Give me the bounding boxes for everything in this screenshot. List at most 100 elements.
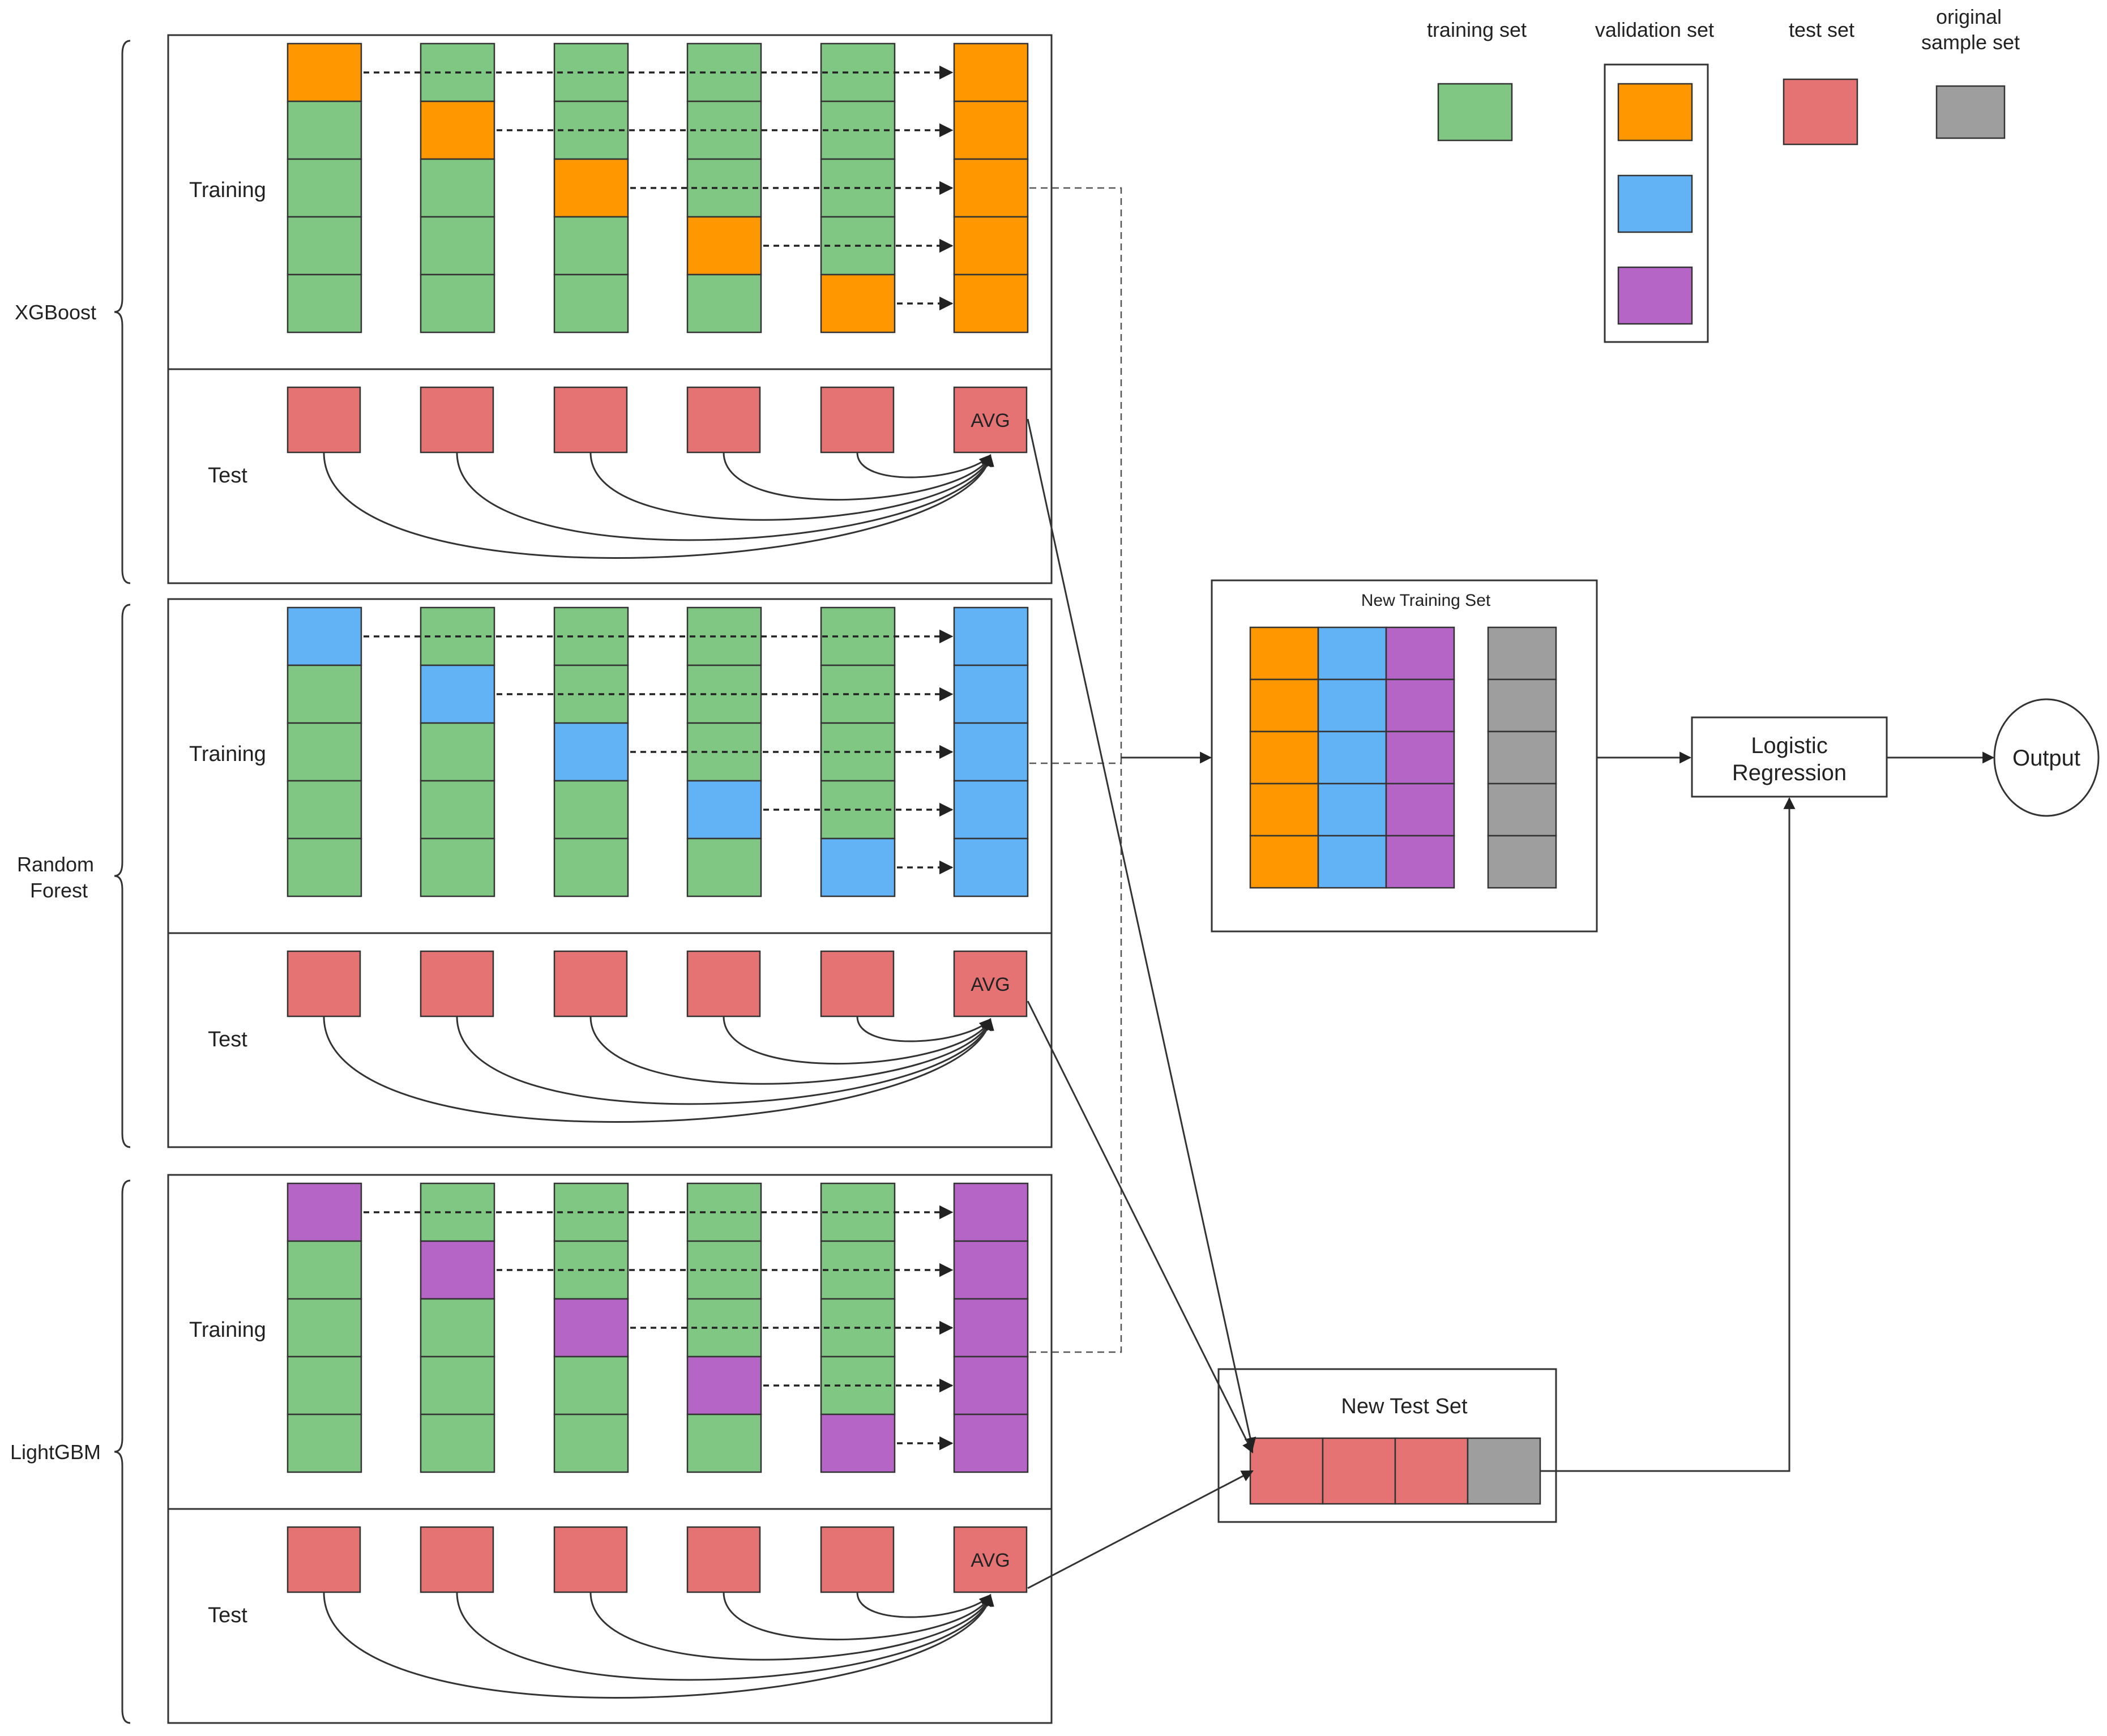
- test-label: Test: [208, 1604, 247, 1627]
- test-to-avg-curve: [323, 1592, 994, 1699]
- oof-prediction-cell: [953, 1298, 1029, 1358]
- fold-cell: [553, 273, 629, 333]
- fold-cell: [287, 1182, 362, 1242]
- test-to-avg-curve: [723, 1592, 991, 1641]
- new-training-set-cell: [1487, 730, 1557, 785]
- xgboost-test-avg-to-new-test-set-arrow: [1027, 418, 1256, 1450]
- new-test-set-cell: [1394, 1437, 1469, 1505]
- test-prediction-box: [420, 1526, 494, 1593]
- fold-cell: [420, 722, 495, 782]
- fold-cell: [420, 158, 495, 218]
- fold-cell: [287, 837, 362, 897]
- test-label: Test: [208, 1028, 247, 1051]
- test-prediction-box: [553, 950, 628, 1017]
- avg-label: AVG: [971, 1550, 1010, 1571]
- test-prediction-box: [686, 950, 761, 1017]
- fold-cell: [553, 722, 629, 782]
- fold-cell: [686, 837, 762, 897]
- test-to-avg-curve: [723, 1016, 991, 1065]
- oof-prediction-cell: [953, 1182, 1029, 1242]
- new-training-set-cell: [1487, 835, 1557, 889]
- test-to-avg-curve: [589, 452, 993, 521]
- training-label: Training: [189, 178, 266, 202]
- training-label: Training: [189, 742, 266, 766]
- logistic-regression-node: Logistic Regression: [1691, 716, 1888, 798]
- training-label: Training: [189, 1318, 266, 1342]
- new-training-set-cell: [1487, 678, 1557, 733]
- legend-original-sample-set-swatch: [1935, 85, 2006, 139]
- oof-prediction-cell: [953, 606, 1029, 666]
- legend-validation-xgboost-swatch: [1617, 83, 1693, 142]
- test-to-avg-curve: [856, 1016, 991, 1042]
- test-avg-box: [953, 1526, 1028, 1593]
- output-node: Output: [1993, 698, 2100, 817]
- model-brace: [114, 1179, 131, 1724]
- oof-prediction-cell: [953, 216, 1029, 276]
- connectors: [1027, 187, 1995, 1589]
- fold-cell: [820, 837, 896, 897]
- lgbm-test-avg-to-new-test-set-arrow: [1027, 1470, 1254, 1589]
- fold-cell: [686, 780, 762, 840]
- test-to-avg-curve: [589, 1016, 993, 1085]
- fold-cell: [420, 664, 495, 724]
- fold-cell: [287, 100, 362, 160]
- fold-cell: [287, 606, 362, 666]
- fold-cell: [553, 158, 629, 218]
- oof-prediction-cell: [953, 158, 1029, 218]
- new-training-set-cell: [1487, 626, 1557, 681]
- new-training-set-cell: [1385, 835, 1455, 889]
- oof-prediction-cell: [953, 273, 1029, 333]
- fold-cell: [287, 664, 362, 724]
- fold-cell: [420, 1356, 495, 1416]
- test-prediction-box: [820, 1526, 895, 1593]
- new-training-set-cell: [1249, 626, 1319, 681]
- fold-cell: [820, 1413, 896, 1473]
- fold-cell: [420, 216, 495, 276]
- fold-cell: [420, 1240, 495, 1300]
- fold-cell: [420, 837, 495, 897]
- test-to-avg-curve: [456, 1016, 994, 1105]
- output-label: Output: [2012, 746, 2080, 771]
- fold-cell: [287, 158, 362, 218]
- new-training-set-title: New Training Set: [1361, 591, 1491, 610]
- fold-cell: [553, 100, 629, 160]
- avg-label: AVG: [971, 410, 1010, 431]
- test-to-avg-curve: [323, 452, 994, 559]
- test-prediction-box: [420, 386, 494, 454]
- oof-prediction-cell: [953, 100, 1029, 160]
- model-name-line2: Forest: [30, 879, 88, 902]
- fold-cell: [287, 1356, 362, 1416]
- legend-original-sample-set-label-line2: sample set: [1921, 31, 2020, 54]
- test-avg-box: [953, 386, 1028, 454]
- base-models: XGBoostTrainingTestAVGRandomForestTraini…: [10, 34, 1053, 1724]
- oof-prediction-cell: [953, 1240, 1029, 1300]
- fold-cell: [553, 216, 629, 276]
- fold-cell: [287, 780, 362, 840]
- oof-prediction-cell: [953, 780, 1029, 840]
- rf-test-avg-to-new-test-set-arrow: [1027, 1000, 1254, 1453]
- fold-cell: [686, 1356, 762, 1416]
- logistic-regression-line2: Regression: [1732, 760, 1847, 785]
- test-prediction-box: [287, 386, 361, 454]
- fold-cell: [287, 722, 362, 782]
- new-training-set-cells: [1249, 626, 1557, 889]
- test-prediction-box: [820, 386, 895, 454]
- new-training-set-cell: [1249, 678, 1319, 733]
- fold-cell: [287, 273, 362, 333]
- test-to-avg-curve: [456, 452, 994, 541]
- legend-training-set-swatch: [1437, 83, 1513, 142]
- fold-cell: [686, 273, 762, 333]
- oof-prediction-cell: [953, 1356, 1029, 1416]
- test-to-avg-curve: [323, 1016, 994, 1123]
- legend-test-set-swatch: [1783, 78, 1858, 146]
- lgbm-avg-to-collector-dash: [1029, 758, 1122, 1353]
- fold-cell: [553, 1298, 629, 1358]
- fold-cell: [420, 1298, 495, 1358]
- test-prediction-box: [553, 1526, 628, 1593]
- legend-test-set-label: test set: [1789, 18, 1854, 41]
- fold-cell: [553, 1413, 629, 1473]
- test-prediction-box: [553, 386, 628, 454]
- legend-validation-rf-swatch: [1617, 174, 1693, 233]
- model-brace: [114, 604, 131, 1148]
